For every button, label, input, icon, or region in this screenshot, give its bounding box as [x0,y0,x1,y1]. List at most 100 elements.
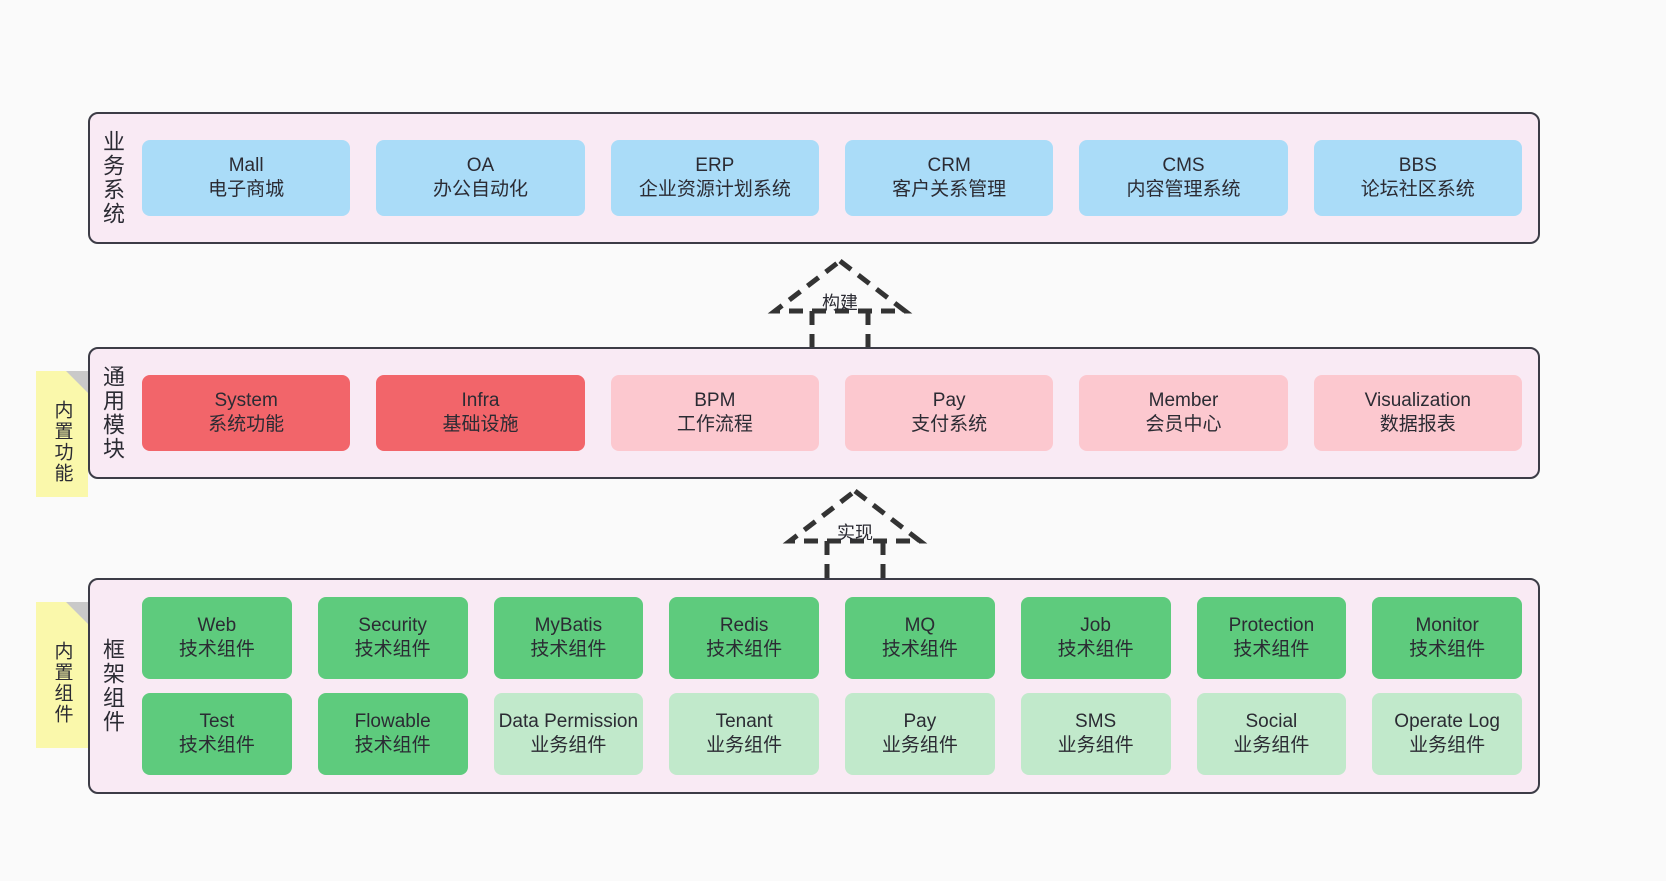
card-title-en: OA [466,154,495,176]
card-title-en: Test [199,710,235,732]
sticky-note-label: 内置功能 [51,400,73,484]
card-monitor[interactable]: Monitor 技术组件 [1372,597,1522,679]
page-fold-icon [66,602,88,624]
card-title-en: Flowable [354,710,431,732]
card-title-cn: 技术组件 [1233,639,1310,660]
card-mybatis[interactable]: MyBatis 技术组件 [493,597,644,679]
card-infra[interactable]: Infra 基础设施 [376,375,585,451]
card-title-cn: 技术组件 [881,639,958,660]
card-title-en: Member [1148,389,1219,411]
card-title-cn: 工作流程 [676,414,753,435]
card-title-cn: 系统功能 [208,414,285,435]
card-title-en: Infra [461,389,500,411]
card-title-cn: 业务组件 [881,735,958,756]
card-title-cn: 业务组件 [1057,735,1134,756]
layer-business-cards: Mall 电子商城 OA 办公自动化 ERP 企业资源计划系统 CRM 客户关系… [134,114,1538,242]
card-cms[interactable]: CMS 内容管理系统 [1079,140,1288,216]
card-title-cn: 电子商城 [208,179,285,200]
card-title-en: Redis [719,614,769,636]
card-oa[interactable]: OA 办公自动化 [376,140,585,216]
card-title-cn: 基础设施 [442,414,519,435]
card-title-cn: 技术组件 [178,735,255,756]
card-mall[interactable]: Mall 电子商城 [142,140,351,216]
card-title-en: Social [1245,710,1298,732]
arrow-head-triangle [767,257,913,314]
card-title-en: BPM [694,389,736,411]
card-title-en: BBS [1398,154,1437,176]
card-crm[interactable]: CRM 客户关系管理 [844,140,1054,216]
connector-realize-label: 实现 [837,523,873,543]
card-operate-log[interactable]: Operate Log 业务组件 [1372,693,1522,775]
card-row: Mall 电子商城 OA 办公自动化 ERP 企业资源计划系统 CRM 客户关系… [142,140,1522,216]
layer-title-business: 业务系统 [100,130,125,226]
card-system[interactable]: System 系统功能 [142,375,351,451]
card-title-en: ERP [695,154,735,176]
card-sms[interactable]: SMS 业务组件 [1020,693,1171,775]
card-title-en: Visualization [1364,389,1471,411]
card-title-en: Security [358,614,427,636]
layer-framework-components: 框架组件 Web 技术组件 Security 技术组件 MyBatis 技术组件… [88,578,1540,794]
card-title-cn: 业务组件 [1233,735,1310,756]
card-title-en: Data Permission [498,710,639,732]
card-title-cn: 会员中心 [1145,414,1222,435]
card-title-cn: 技术组件 [706,639,783,660]
card-title-cn: 技术组件 [530,639,607,660]
layer-framework-cards: Web 技术组件 Security 技术组件 MyBatis 技术组件 Redi… [134,580,1538,792]
card-title-en: Protection [1228,614,1315,636]
card-security[interactable]: Security 技术组件 [317,597,468,679]
card-title-en: Job [1080,614,1111,636]
card-mq[interactable]: MQ 技术组件 [845,597,995,679]
card-pay-component[interactable]: Pay 业务组件 [845,693,995,775]
card-title-cn: 论坛社区系统 [1360,179,1475,200]
card-title-cn: 技术组件 [178,639,255,660]
card-test[interactable]: Test 技术组件 [142,693,292,775]
card-title-en: CMS [1162,154,1205,176]
card-title-cn: 业务组件 [1409,735,1486,756]
layer-business-systems: 业务系统 Mall 电子商城 OA 办公自动化 ERP 企业资源计划系统 CRM… [88,112,1540,244]
card-row: Web 技术组件 Security 技术组件 MyBatis 技术组件 Redi… [142,597,1522,679]
card-member[interactable]: Member 会员中心 [1079,375,1288,451]
page-fold-icon [66,371,88,393]
card-visualization[interactable]: Visualization 数据报表 [1313,375,1522,451]
card-title-en: Pay [932,389,966,411]
layer-common-modules: 通用模块 System 系统功能 Infra 基础设施 BPM 工作流程 Pay… [88,347,1540,479]
card-title-cn: 企业资源计划系统 [638,179,791,200]
card-title-en: Web [197,614,237,636]
card-job[interactable]: Job 技术组件 [1020,597,1171,679]
card-bpm[interactable]: BPM 工作流程 [610,375,819,451]
card-pay-module[interactable]: Pay 支付系统 [844,375,1054,451]
card-title-cn: 办公自动化 [432,179,528,200]
layer-title-common: 通用模块 [100,365,125,461]
card-flowable[interactable]: Flowable 技术组件 [317,693,468,775]
arrow-head-triangle [782,487,928,544]
card-title-cn: 技术组件 [354,639,431,660]
card-row: Test 技术组件 Flowable 技术组件 Data Permission … [142,693,1522,775]
connector-realize-arrow: 实现 [770,483,940,583]
card-erp[interactable]: ERP 企业资源计划系统 [610,140,819,216]
sticky-note-label: 内置组件 [51,641,73,725]
card-bbs[interactable]: BBS 论坛社区系统 [1313,140,1522,216]
card-web[interactable]: Web 技术组件 [142,597,292,679]
card-row: System 系统功能 Infra 基础设施 BPM 工作流程 Pay 支付系统… [142,375,1522,451]
card-data-permission[interactable]: Data Permission 业务组件 [493,693,644,775]
card-title-en: MQ [904,614,936,636]
card-title-en: Tenant [715,710,773,732]
card-social[interactable]: Social 业务组件 [1196,693,1347,775]
card-title-en: Pay [903,710,937,732]
card-title-cn: 技术组件 [1057,639,1134,660]
card-title-en: System [214,389,278,411]
card-title-en: Operate Log [1394,710,1500,732]
connector-build-label: 构建 [822,293,858,313]
card-redis[interactable]: Redis 技术组件 [669,597,819,679]
card-title-en: Mall [228,154,264,176]
card-title-en: CRM [927,154,971,176]
card-title-cn: 技术组件 [354,735,431,756]
card-title-cn: 客户关系管理 [892,179,1007,200]
card-title-en: MyBatis [534,614,603,636]
card-title-cn: 业务组件 [706,735,783,756]
layer-common-cards: System 系统功能 Infra 基础设施 BPM 工作流程 Pay 支付系统… [134,349,1538,477]
card-tenant[interactable]: Tenant 业务组件 [669,693,819,775]
connector-build-arrow: 构建 [755,253,925,353]
card-protection[interactable]: Protection 技术组件 [1196,597,1347,679]
